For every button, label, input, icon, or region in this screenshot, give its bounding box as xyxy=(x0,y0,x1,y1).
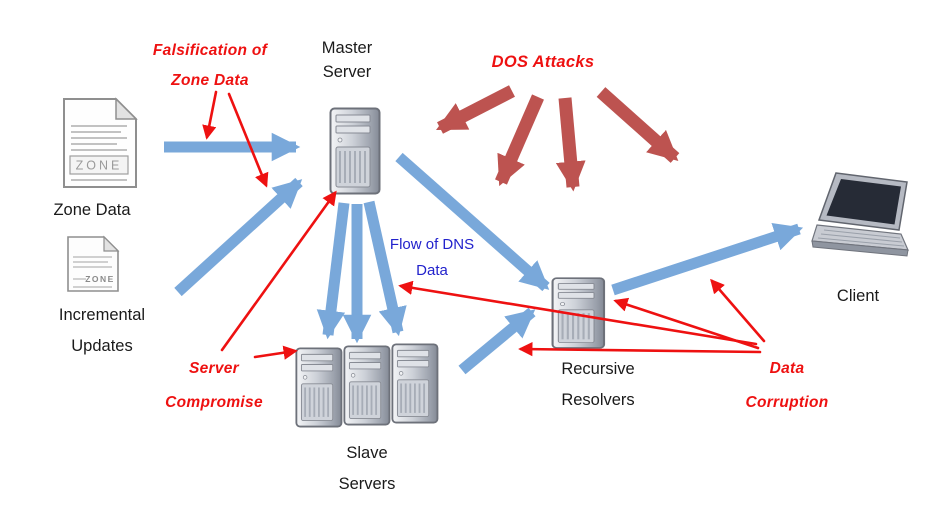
master-server-label: Master Server xyxy=(321,39,373,81)
zone-doc-text: ZONE xyxy=(76,159,123,173)
dos-arrow-to-client-side xyxy=(596,87,680,163)
attack-arrows xyxy=(202,90,766,360)
falsification-arrow-master-flow xyxy=(227,92,269,188)
arrow-resolver-to-client xyxy=(611,222,804,296)
incremental-updates-label: Incremental Updates xyxy=(58,306,146,355)
dos-arrow-down-left xyxy=(495,94,544,187)
slave-server-tower-3 xyxy=(391,343,439,424)
dos-arrow-down-right xyxy=(555,97,586,192)
incremental-updates-document-icon: ZONE xyxy=(67,235,120,292)
arrow-master-to-slave-right xyxy=(363,200,407,337)
corruption-arrow-master-resolver-flow xyxy=(398,280,758,346)
compromise-arrow-slave xyxy=(253,345,298,360)
dns-flow-arrows xyxy=(164,132,804,375)
arrow-slave-to-resolver xyxy=(458,307,536,375)
arrow-master-to-slave-left xyxy=(316,202,350,340)
slave-server-tower-1 xyxy=(295,347,343,428)
compromise-arrow-master xyxy=(220,190,337,352)
arrow-incremental-to-master xyxy=(174,177,303,297)
zone-data-label: Zone Data xyxy=(53,201,131,219)
zone-data-document-icon: ZONE xyxy=(63,97,138,188)
client-label: Client xyxy=(836,287,880,305)
server-compromise-label: Server Compromise xyxy=(165,360,263,411)
falsification-label: Falsification of Zone Data xyxy=(152,42,268,89)
falsification-arrow-zone-flow xyxy=(202,90,218,140)
master-server-icon xyxy=(329,107,381,195)
corruption-arrow-slave-resolver-flow xyxy=(518,341,762,357)
dos-attacks-label: DOS Attacks xyxy=(491,53,595,71)
corruption-arrow-resolver xyxy=(613,297,760,350)
slave-server-tower-2 xyxy=(343,345,391,426)
data-corruption-label: Data Corruption xyxy=(745,360,829,411)
client-laptop-icon xyxy=(811,172,909,257)
corruption-arrow-client-flow xyxy=(710,278,766,343)
arrow-master-to-resolver xyxy=(395,152,550,292)
incremental-doc-text: ZONE xyxy=(85,274,115,284)
dos-arrow-to-master xyxy=(436,85,515,134)
dos-attack-arrows xyxy=(436,85,680,192)
flow-of-dns-data-label: Flow of DNS Data xyxy=(389,236,475,279)
recursive-resolvers-label: Recursive Resolvers xyxy=(561,360,635,409)
slave-servers-icon xyxy=(295,343,439,428)
slave-servers-label: Slave Servers xyxy=(338,444,396,493)
